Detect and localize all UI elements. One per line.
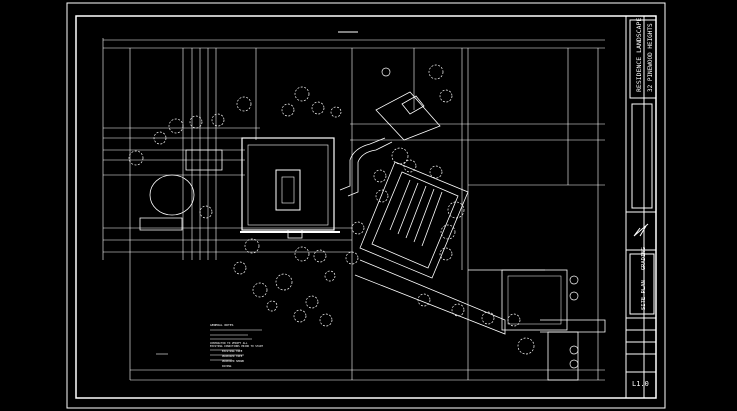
- notes-line-2: EXISTING CONDITIONS PRIOR TO START: [210, 344, 264, 348]
- sheet-border: [66, 2, 666, 409]
- notes-block: [156, 329, 262, 361]
- legend-item-3: PROPOSED SHRUB: [222, 359, 244, 363]
- grid-lines: [102, 38, 605, 381]
- legend-item-2: PROPOSED TREE: [222, 354, 243, 358]
- sheet-title: SITE PLAN - GRADING: [641, 247, 647, 310]
- project-address: 32 PINEWOOD HEIGHTS: [647, 23, 654, 92]
- legend-item-4: PAVING: [222, 364, 232, 368]
- notes-line-1: CONTRACTOR TO VERIFY ALL: [210, 341, 248, 345]
- project-name: RESIDENCE LANDSCAPE: [635, 18, 643, 92]
- title-block: [625, 16, 657, 398]
- notes-header: GENERAL NOTES: [210, 323, 234, 327]
- patio-area: [139, 149, 223, 231]
- outbuilding: [468, 269, 606, 381]
- driveway-parking: [339, 91, 506, 335]
- house-footprint: [240, 137, 340, 239]
- sheet-number: L1.0: [632, 380, 649, 388]
- legend-item-1: EXISTING TREE: [222, 349, 243, 353]
- tree-symbols: [128, 64, 579, 369]
